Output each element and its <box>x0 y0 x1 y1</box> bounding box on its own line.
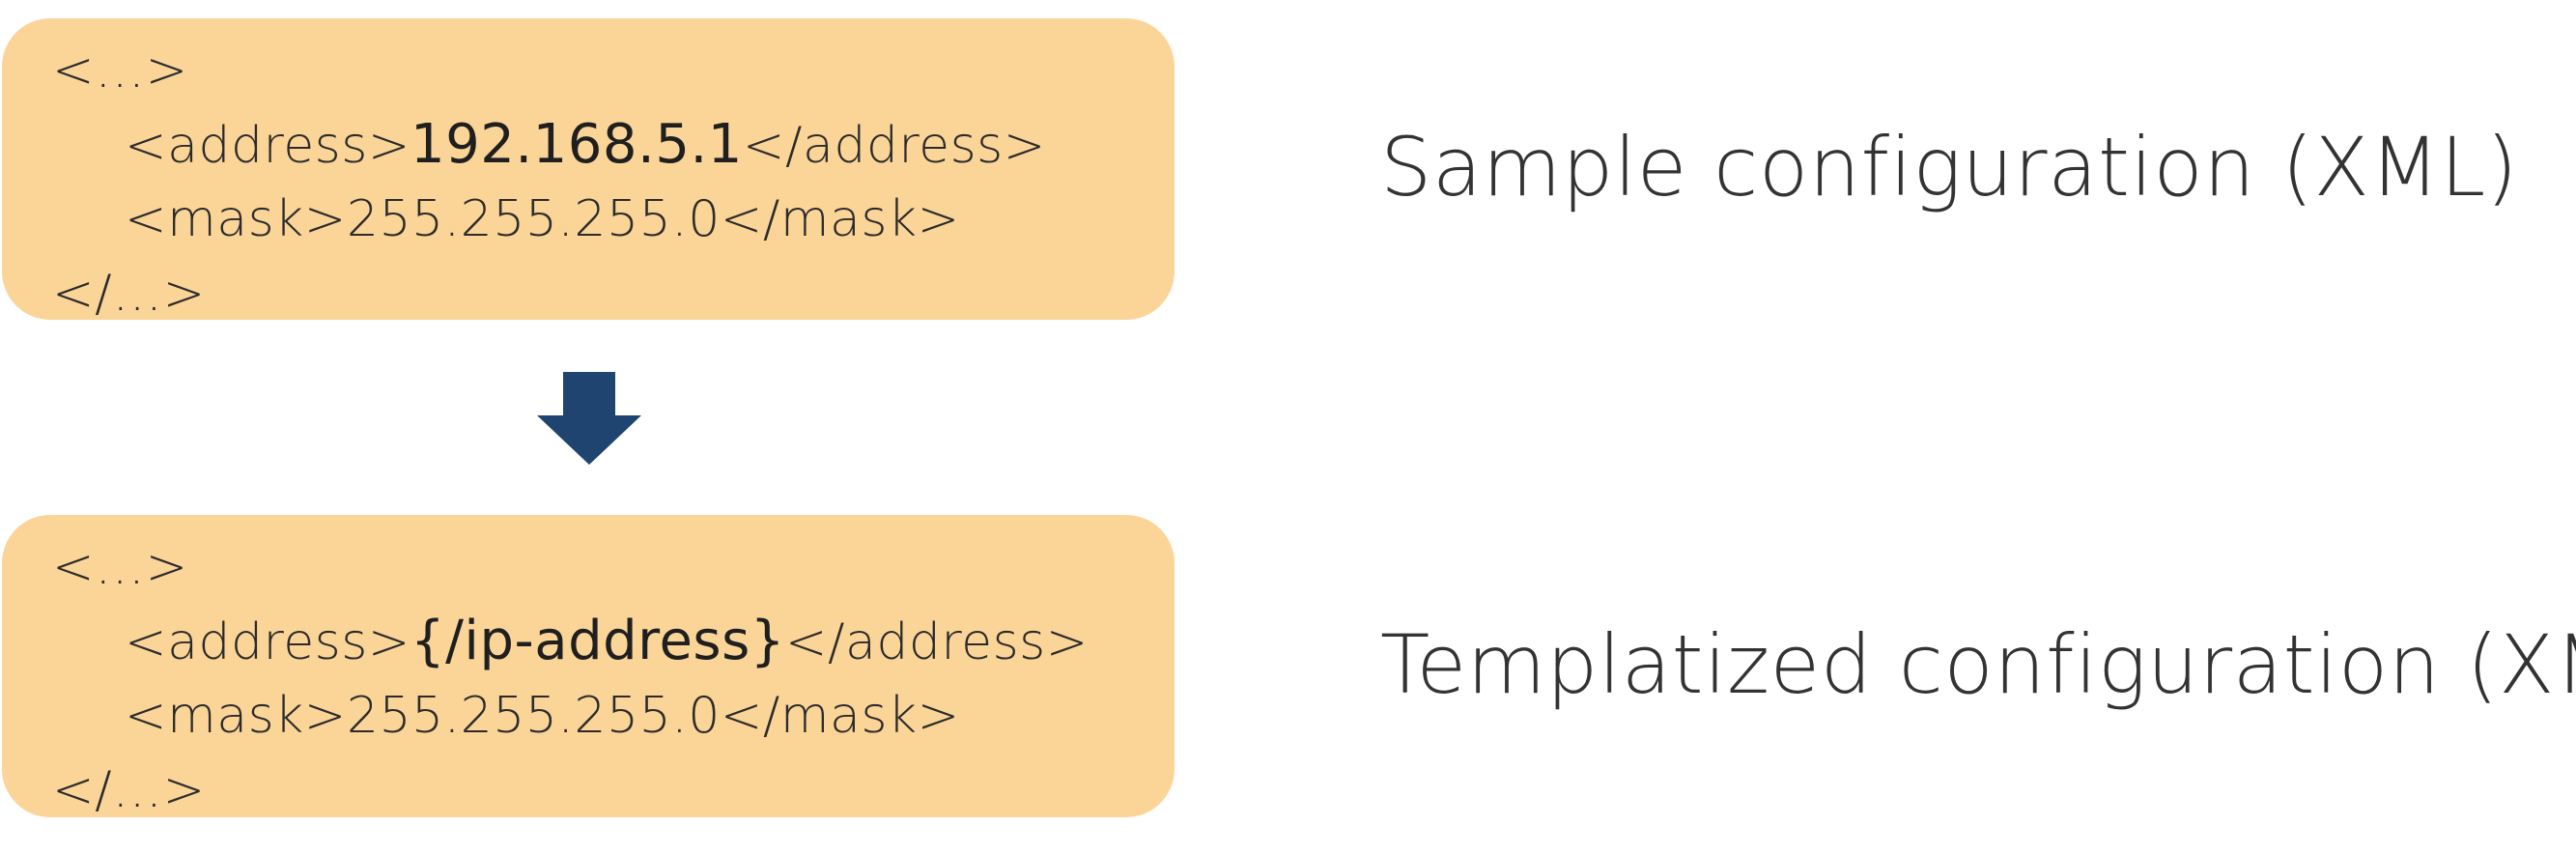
template-address-line: <address>{/ip-address}</address> <box>125 610 1089 672</box>
template-address-close: </address> <box>784 613 1089 671</box>
sample-address-line: <address>192.168.5.1</address> <box>125 113 1046 176</box>
template-close-tag: </…> <box>52 761 206 819</box>
templatized-config-box: <…> <address>{/ip-address}</address> <ma… <box>2 515 1175 819</box>
sample-config-box: <…> <address>192.168.5.1</address> <mask… <box>2 18 1175 323</box>
arrow-down-shape <box>537 372 641 465</box>
template-address-value: {/ip-address} <box>410 610 785 672</box>
sample-close-tag: </…> <box>52 265 206 323</box>
template-mask-line: <mask>255.255.255.0</mask> <box>125 687 960 745</box>
template-open-tag: <…> <box>52 538 188 596</box>
sample-address-open: <address> <box>125 117 410 175</box>
sample-address-close: </address> <box>742 117 1046 175</box>
sample-mask-line: <mask>255.255.255.0</mask> <box>125 190 960 248</box>
sample-address-value: 192.168.5.1 <box>410 113 743 176</box>
template-address-open: <address> <box>125 613 410 671</box>
sample-config-caption: Sample configuration (XML) <box>1380 120 2519 214</box>
arrow-down-icon <box>537 372 641 465</box>
templatized-config-caption: Templatized configuration (XML) <box>1380 617 2576 712</box>
sample-open-tag: <…> <box>52 42 188 100</box>
